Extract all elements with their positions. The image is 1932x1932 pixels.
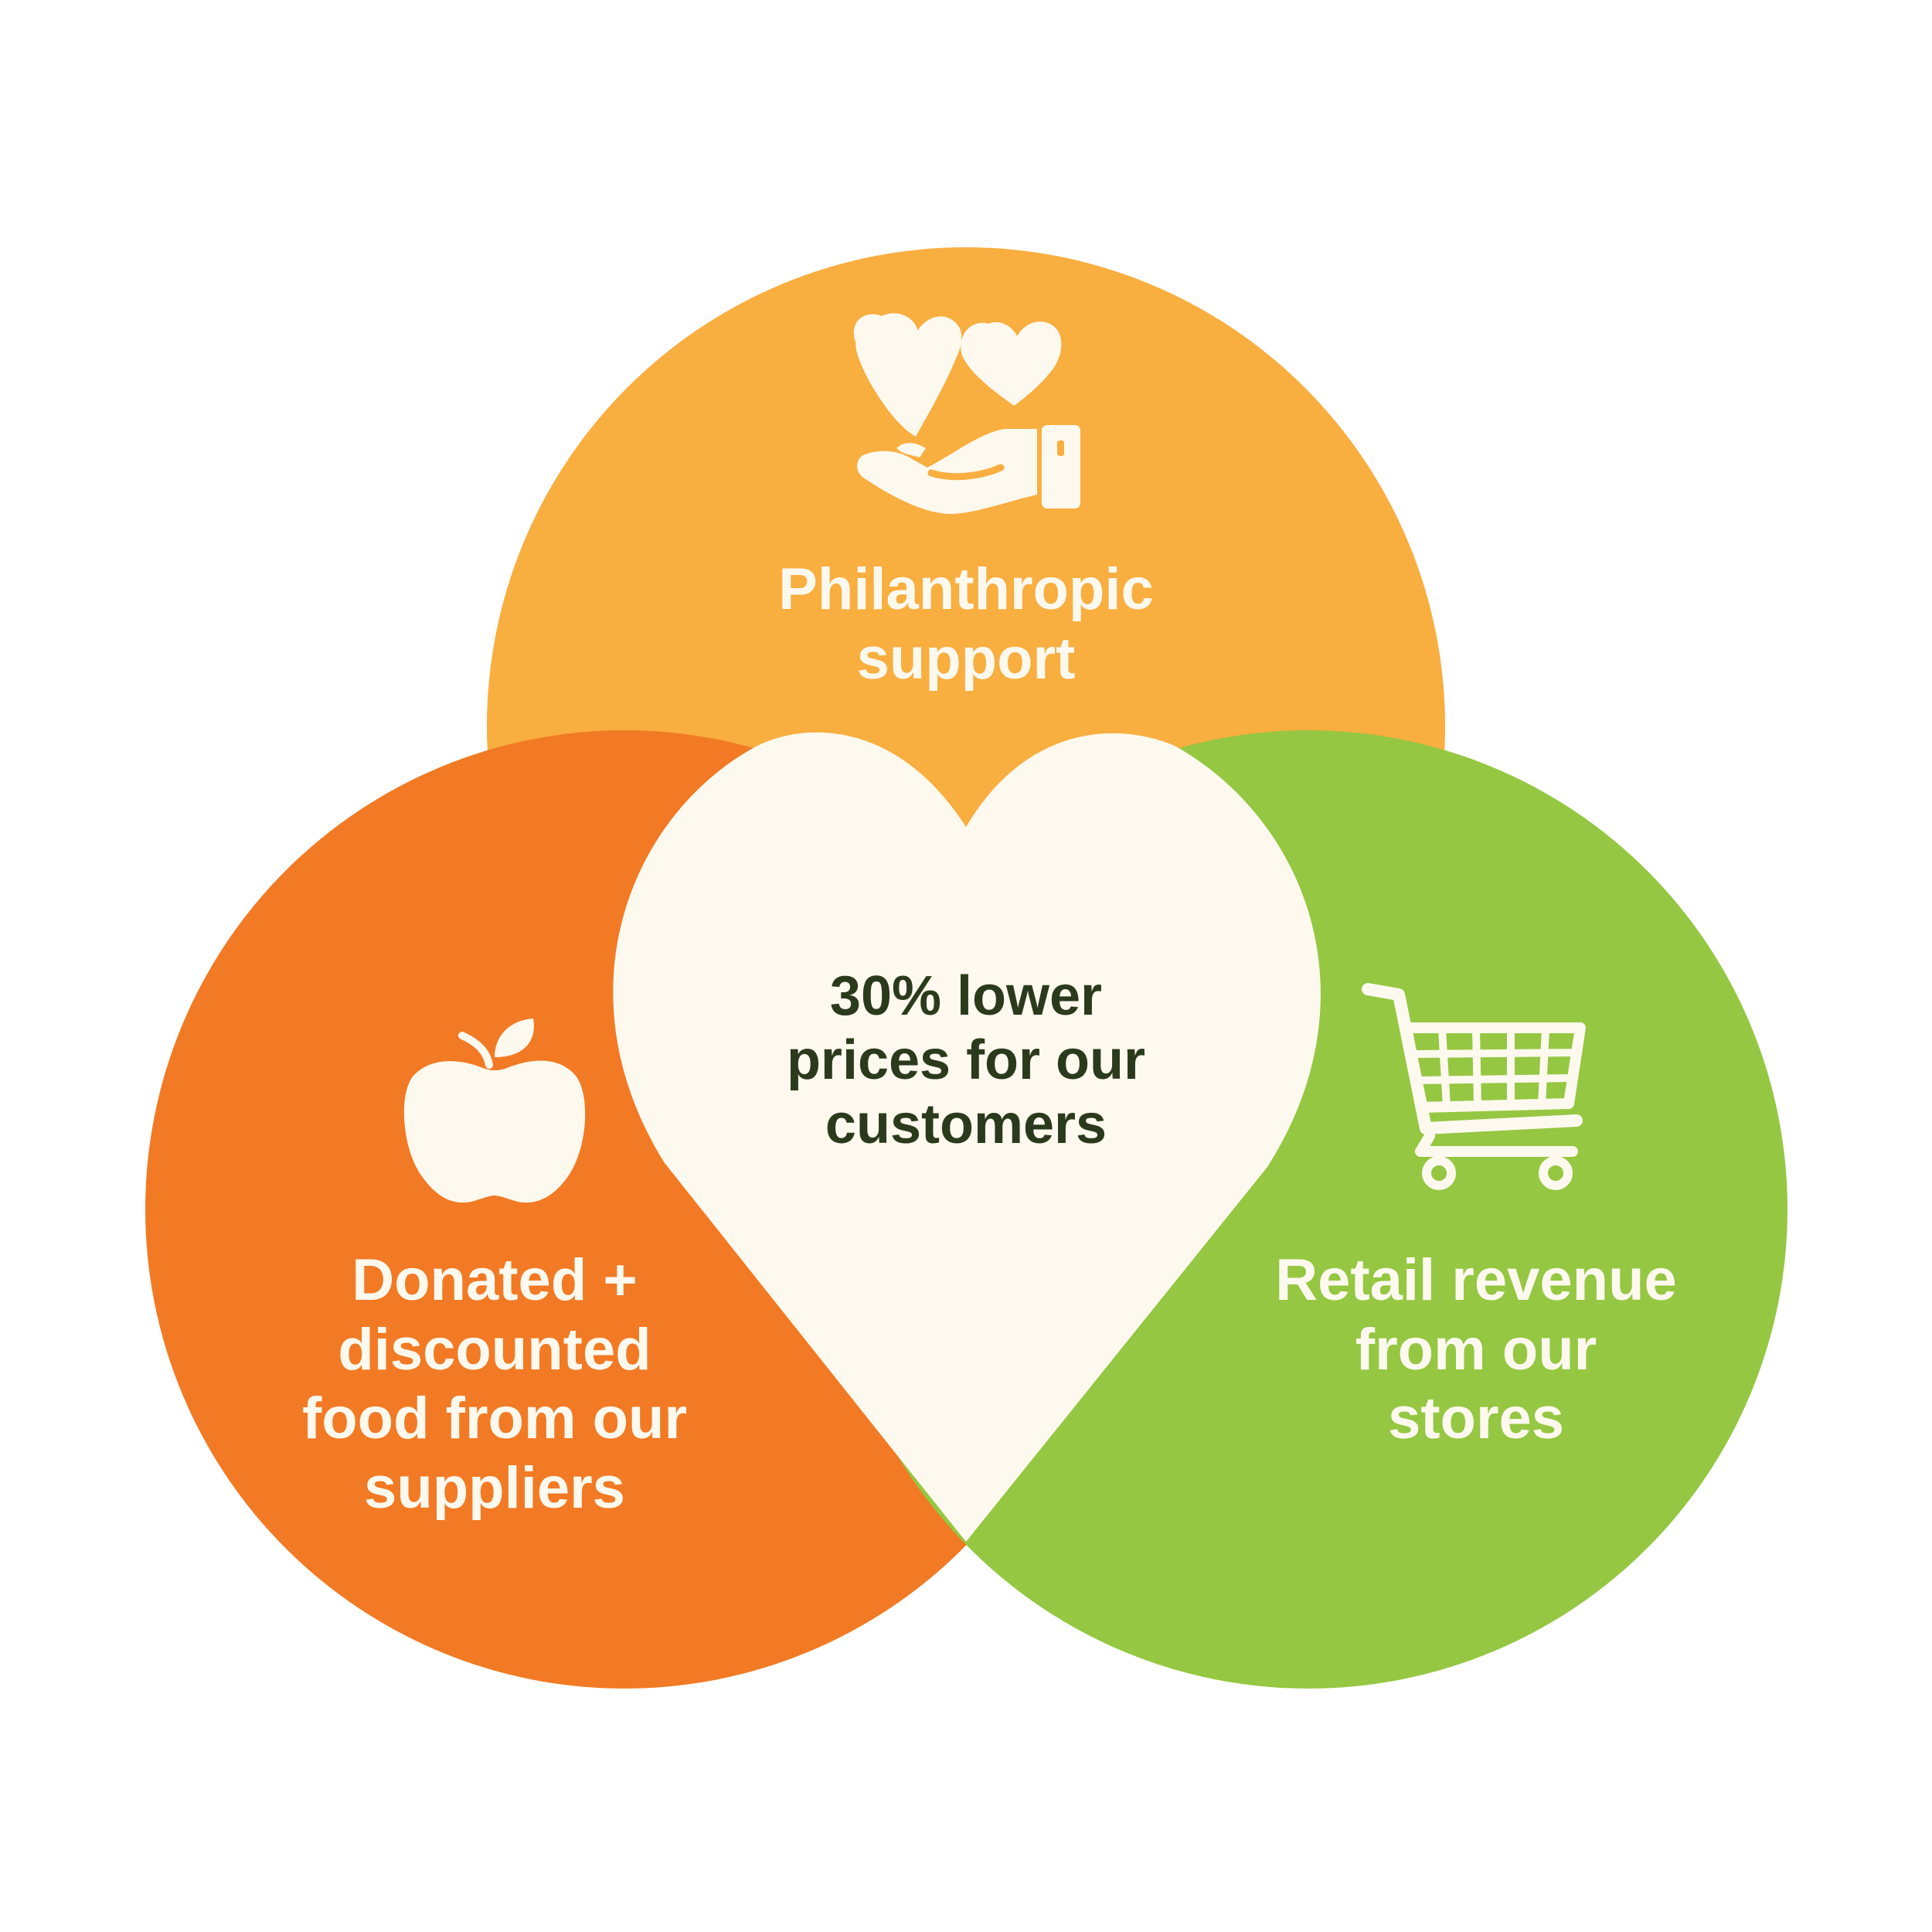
- top-circle-label: Philanthropic support: [778, 556, 1154, 692]
- apple-icon: [403, 1019, 586, 1203]
- shopping-cart-icon: [1362, 983, 1586, 1190]
- hand-with-hearts-icon: [853, 313, 1080, 514]
- center-heart-shape: [613, 732, 1321, 1542]
- center-heart-label: 30% lower prices for our customers: [786, 965, 1146, 1155]
- right-circle-label: Retail revenue from our stores: [1275, 1247, 1677, 1452]
- left-circle-label: Donated + discounted food from our suppl…: [301, 1247, 688, 1522]
